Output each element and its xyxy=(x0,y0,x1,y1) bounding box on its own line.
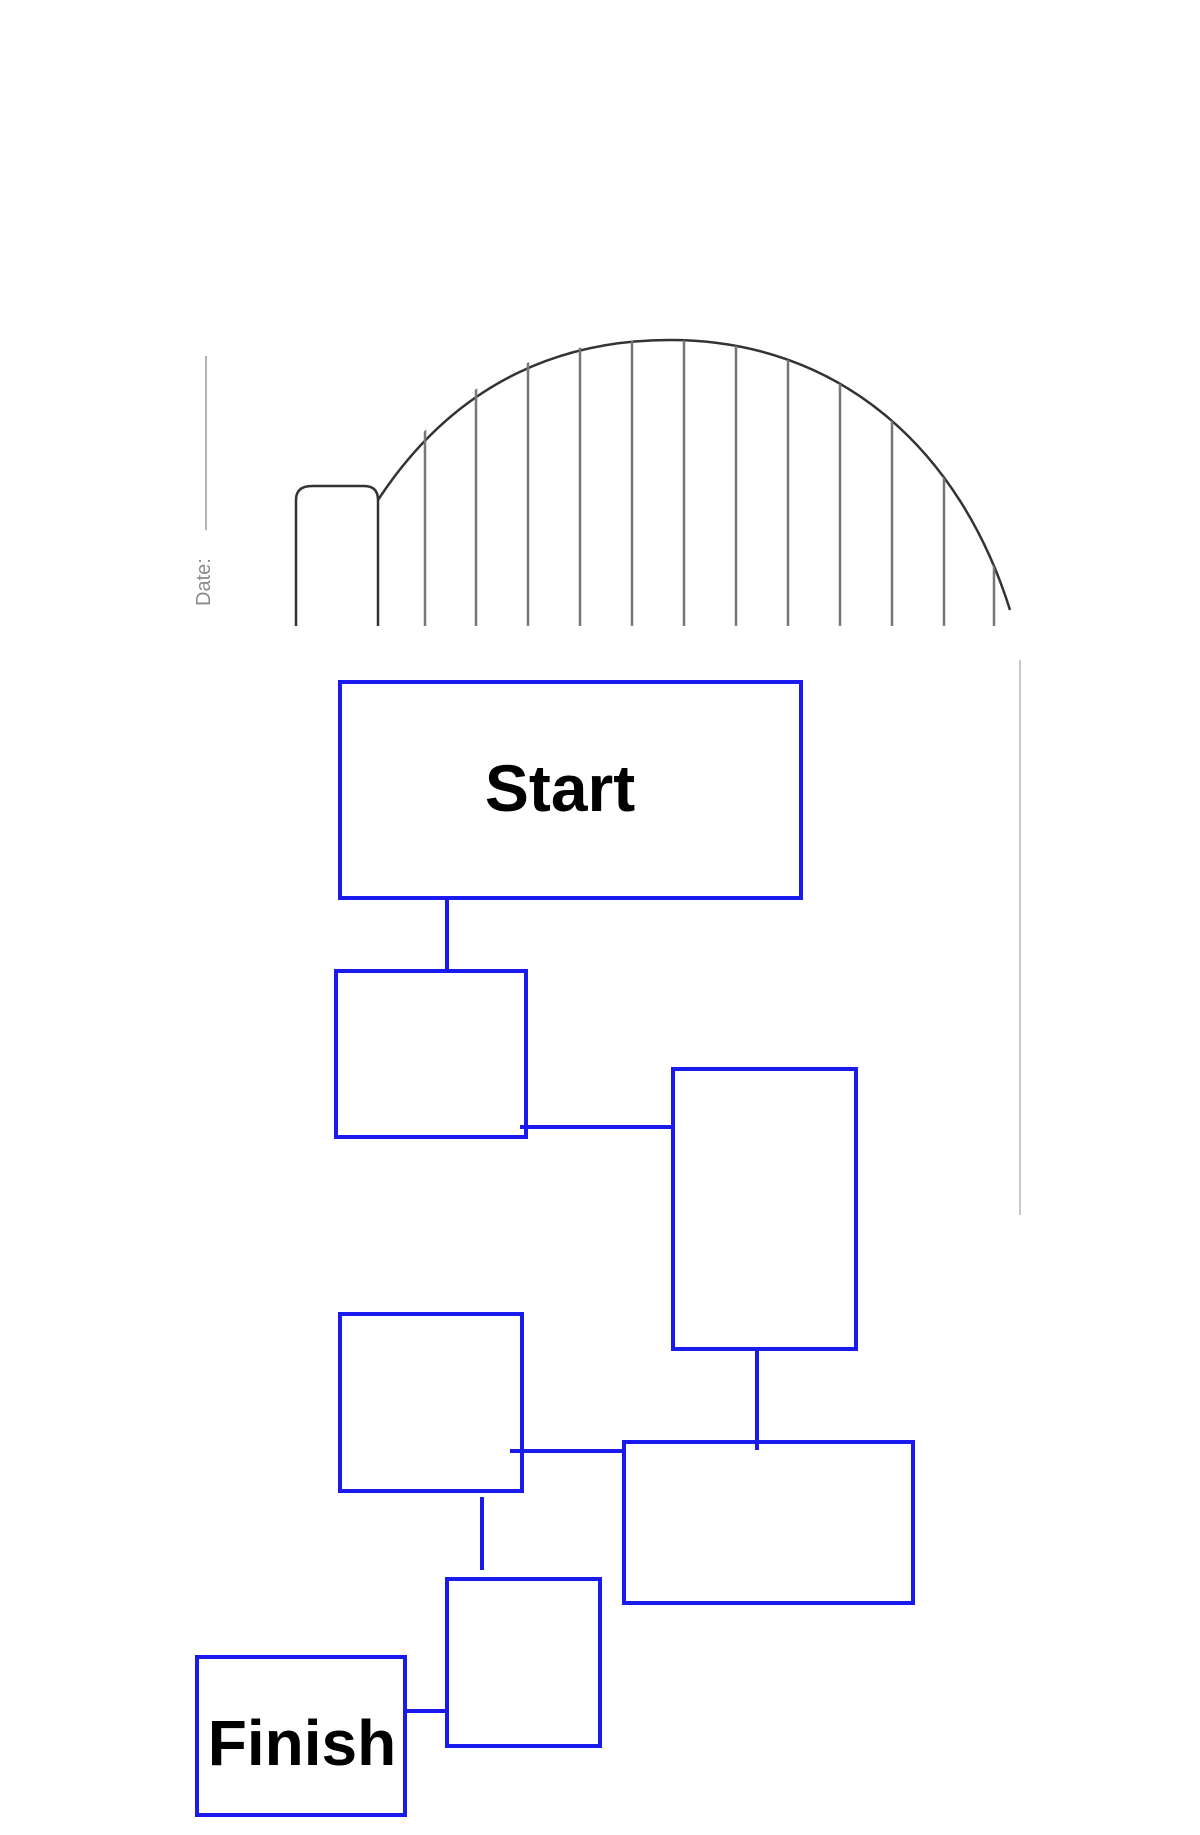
jar-tab-outline xyxy=(294,484,380,626)
flow-box-4 xyxy=(338,1312,524,1493)
dome-outline xyxy=(376,338,1012,611)
flow-box-6 xyxy=(445,1577,602,1748)
dome-stripes xyxy=(423,340,996,626)
start-label: Start xyxy=(485,751,635,825)
date-label: Date: xyxy=(193,558,215,606)
flow-box-5 xyxy=(622,1440,915,1605)
flow-box-2 xyxy=(334,969,528,1139)
finish-label: Finish xyxy=(208,1707,396,1779)
finish-box xyxy=(195,1655,407,1817)
flowchart xyxy=(195,680,915,1817)
flow-box-3 xyxy=(671,1067,858,1351)
start-box xyxy=(338,680,803,900)
